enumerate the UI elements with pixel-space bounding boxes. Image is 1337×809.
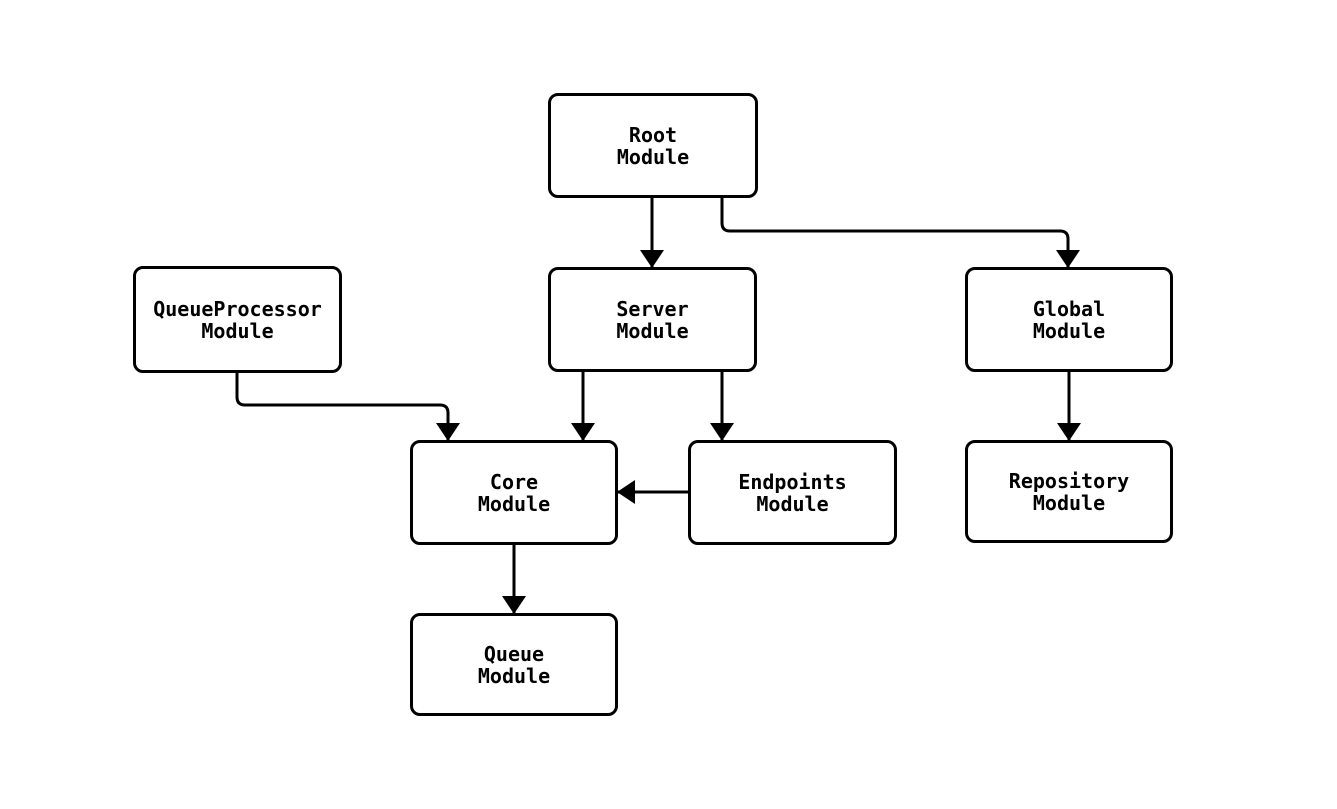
node-endpoints-module: Endpoints Module xyxy=(688,440,897,545)
node-root-module: Root Module xyxy=(548,93,758,198)
node-label: Server Module xyxy=(616,296,689,343)
node-label: Global Module xyxy=(1032,296,1106,343)
node-label: Repository Module xyxy=(1008,468,1130,515)
node-queueprocessor-module: QueueProcessor Module xyxy=(133,266,342,373)
node-global-module: Global Module xyxy=(965,267,1173,372)
node-label: Root Module xyxy=(616,122,690,169)
node-repository-module: Repository Module xyxy=(965,440,1173,543)
node-label: QueueProcessor Module xyxy=(153,296,322,343)
edge-root-to-global xyxy=(720,198,1080,268)
node-label: Endpoints Module xyxy=(738,469,847,516)
node-label: Queue Module xyxy=(477,641,551,688)
node-label: Core Module xyxy=(477,469,551,516)
edge-queueprocessor-to-core xyxy=(235,373,460,441)
node-core-module: Core Module xyxy=(410,440,618,545)
node-server-module: Server Module xyxy=(548,267,757,372)
node-queue-module: Queue Module xyxy=(410,613,618,716)
